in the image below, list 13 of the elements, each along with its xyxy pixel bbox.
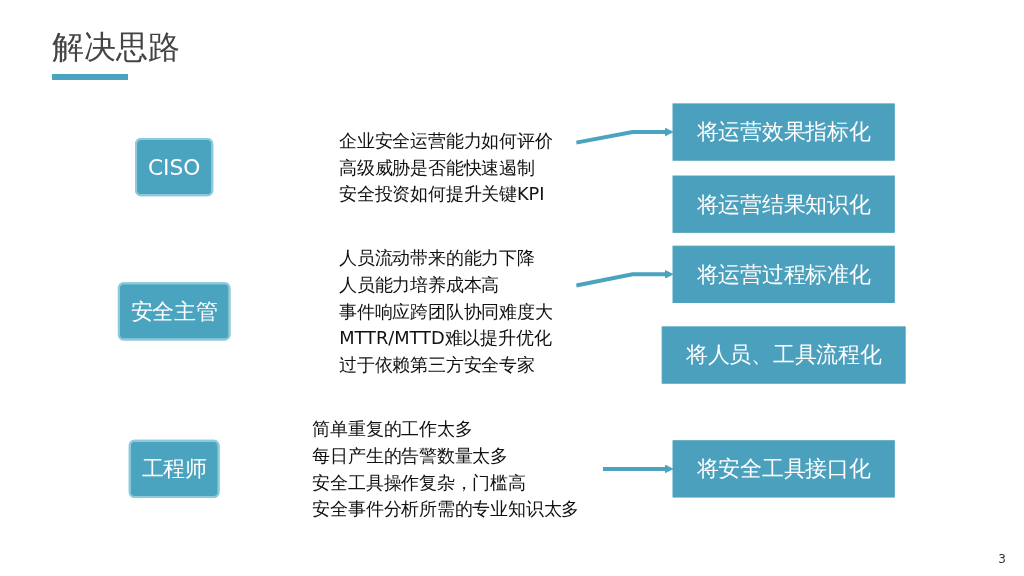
slide-title: 解决思路 xyxy=(52,27,180,68)
node-box: 将安全工具接口化 xyxy=(672,440,895,498)
page-number: 3 xyxy=(998,552,1006,566)
node-text: 人员流动带来的能力下降 人员能力培养成本高 事件响应跨团队协同难度大 MTTR/MTTD难以提升优化 过于依赖第三方安全专家 xyxy=(339,247,553,376)
node-box: 将运营过程标准化 xyxy=(672,245,895,303)
node-text: 简单重复的工作太多 每日产生的告警数量太多 安全工具操作复杂，门槛高 安全事件分析所需的专业知识太多 xyxy=(312,418,580,520)
arrow xyxy=(602,464,674,474)
node-text: 企业安全运营能力如何评价 高级威胁是否能快速遏制 安全投资如何提升关键KPI xyxy=(339,130,553,205)
node-box: 将运营效果指标化 xyxy=(672,103,895,161)
node-box: 将运营结果知识化 xyxy=(672,175,895,233)
node-box: 将人员、工具流程化 xyxy=(661,326,906,384)
arrow xyxy=(575,127,674,145)
arrow xyxy=(575,269,674,288)
